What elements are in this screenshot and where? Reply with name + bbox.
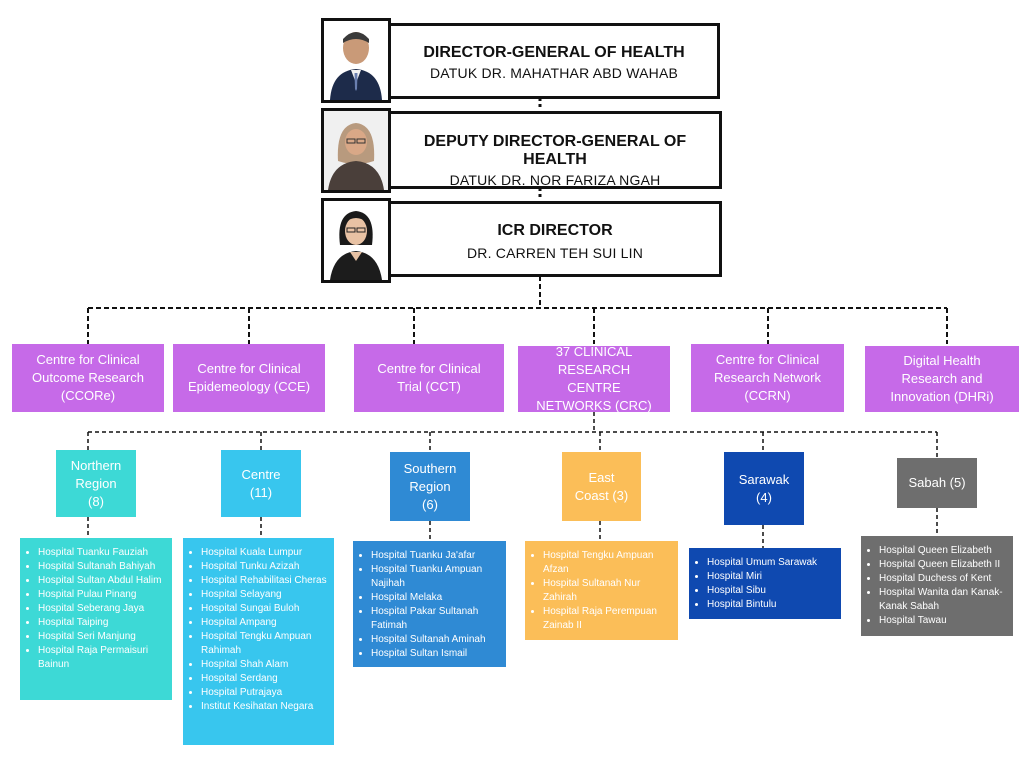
hospital-item: Hospital Umum Sarawak <box>707 556 835 570</box>
person-avatar-icon <box>324 201 388 280</box>
region-label: East Coast (3) <box>574 469 629 503</box>
region-label: Centre (11) <box>241 466 281 500</box>
region-centre: Centre (11) <box>221 450 301 517</box>
director-general-box: DIRECTOR-GENERAL OF HEALTH DATUK DR. MAH… <box>388 23 720 99</box>
hospital-item: Hospital Seri Manjung <box>38 630 166 644</box>
hospital-item: Hospital Serdang <box>201 672 328 686</box>
director-general-title: DIRECTOR-GENERAL OF HEALTH <box>423 44 685 61</box>
hospital-item: Hospital Melaka <box>371 591 500 605</box>
region-label: Sarawak (4) <box>738 471 790 505</box>
centre-label: Centre for Clinical Outcome Research (CC… <box>32 352 144 403</box>
hospital-item: Hospital Sibu <box>707 584 835 598</box>
icr-director-photo <box>321 198 391 283</box>
hospital-item: Hospital Putrajaya <box>201 686 328 700</box>
hospital-item: Hospital Pakar Sultanah Fatimah <box>371 605 500 633</box>
hospital-item: Hospital Kuala Lumpur <box>201 546 328 560</box>
centre-label: Centre for Clinical Research Network (CC… <box>714 352 821 403</box>
person-avatar-icon <box>324 111 388 190</box>
hospital-item: Hospital Queen Elizabeth II <box>879 558 1007 572</box>
centre-dhri: Digital Health Research and Innovation (… <box>865 346 1019 412</box>
sarawak-hospital-list: Hospital Umum Sarawak Hospital Miri Hosp… <box>689 548 841 619</box>
hospital-item: Hospital Bintulu <box>707 598 835 612</box>
hospital-item: Hospital Duchess of Kent <box>879 572 1007 586</box>
region-sarawak: Sarawak (4) <box>724 452 804 525</box>
hospital-item: Hospital Sultanah Nur Zahirah <box>543 577 672 605</box>
hospital-item: Hospital Tunku Azizah <box>201 560 328 574</box>
region-label: Northern Region (8) <box>70 457 122 509</box>
hospital-item: Hospital Tuanku Ampuan Najihah <box>371 563 500 591</box>
hospital-item: Hospital Selayang <box>201 588 328 602</box>
centre-label: Centre for Clinical Trial (CCT) <box>377 361 481 394</box>
hospital-item: Hospital Tengku Ampuan Afzan <box>543 549 672 577</box>
hospital-item: Hospital Sultan Ismail <box>371 647 500 661</box>
hospital-item: Institut Kesihatan Negara <box>201 700 328 714</box>
region-label: Sabah (5) <box>908 475 966 490</box>
centre-ccrn: Centre for Clinical Research Network (CC… <box>691 344 844 412</box>
icr-director-name: DR. CARREN TEH SUI LIN <box>466 245 644 261</box>
centre-label: Centre for Clinical Epidemeology (CCE) <box>187 361 311 394</box>
deputy-director-general-photo <box>321 108 391 193</box>
hospital-item: Hospital Seberang Jaya <box>38 602 166 616</box>
hospital-item: Hospital Wanita dan Kanak-Kanak Sabah <box>879 586 1007 614</box>
centre-cce: Centre for Clinical Epidemeology (CCE) <box>173 344 325 412</box>
hospital-item: Hospital Queen Elizabeth <box>879 544 1007 558</box>
centre-crc: 37 CLINICAL RESEARCH CENTRE NETWORKS (CR… <box>518 344 670 413</box>
hospital-item: Hospital Sultanah Bahiyah <box>38 560 166 574</box>
director-general-name: DATUK DR. MAHATHAR ABD WAHAB <box>429 65 679 81</box>
hospital-item: Hospital Raja Permaisuri Bainun <box>38 644 166 672</box>
hospital-item: Hospital Tuanku Ja'afar <box>371 549 500 563</box>
deputy-director-general-name: DATUK DR. NOR FARIZA NGAH <box>449 172 661 188</box>
hospital-item: Hospital Raja Perempuan Zainab II <box>543 605 672 633</box>
region-sabah: Sabah (5) <box>897 458 977 508</box>
hospital-item: Hospital Shah Alam <box>201 658 328 672</box>
deputy-director-general-box: DEPUTY DIRECTOR-GENERAL OF HEALTH DATUK … <box>388 111 722 189</box>
southern-hospital-list: Hospital Tuanku Ja'afar Hospital Tuanku … <box>353 541 506 667</box>
hospital-item: Hospital Sultanah Aminah <box>371 633 500 647</box>
centre-cct: Centre for Clinical Trial (CCT) <box>354 344 504 412</box>
hospital-item: Hospital Tengku Ampuan Rahimah <box>201 630 328 658</box>
northern-hospital-list: Hospital Tuanku Fauziah Hospital Sultana… <box>20 538 172 700</box>
icr-director-title: ICR DIRECTOR <box>497 222 613 239</box>
centre-label: 37 CLINICAL RESEARCH CENTRE NETWORKS (CR… <box>536 344 652 413</box>
centre-label: Digital Health Research and Innovation (… <box>890 353 994 404</box>
east-coast-hospital-list: Hospital Tengku Ampuan Afzan Hospital Su… <box>525 541 678 640</box>
deputy-director-general-title: DEPUTY DIRECTOR-GENERAL OF HEALTH <box>423 133 687 168</box>
centre-ccore: Centre for Clinical Outcome Research (CC… <box>12 344 164 412</box>
region-label: Southern Region (6) <box>403 460 457 512</box>
icr-director-box: ICR DIRECTOR DR. CARREN TEH SUI LIN <box>388 201 722 277</box>
hospital-item: Hospital Tuanku Fauziah <box>38 546 166 560</box>
director-general-photo <box>321 18 391 103</box>
hospital-item: Hospital Sungai Buloh <box>201 602 328 616</box>
sabah-hospital-list: Hospital Queen Elizabeth Hospital Queen … <box>861 536 1013 636</box>
hospital-item: Hospital Ampang <box>201 616 328 630</box>
hospital-item: Hospital Rehabilitasi Cheras <box>201 574 328 588</box>
hospital-item: Hospital Taiping <box>38 616 166 630</box>
region-east-coast: East Coast (3) <box>562 452 641 521</box>
person-avatar-icon <box>324 21 388 100</box>
centre-hospital-list: Hospital Kuala Lumpur Hospital Tunku Azi… <box>183 538 334 745</box>
hospital-item: Hospital Pulau Pinang <box>38 588 166 602</box>
region-southern: Southern Region (6) <box>390 452 470 521</box>
hospital-item: Hospital Sultan Abdul Halim <box>38 574 166 588</box>
hospital-item: Hospital Miri <box>707 570 835 584</box>
region-northern: Northern Region (8) <box>56 450 136 517</box>
hospital-item: Hospital Tawau <box>879 614 1007 628</box>
